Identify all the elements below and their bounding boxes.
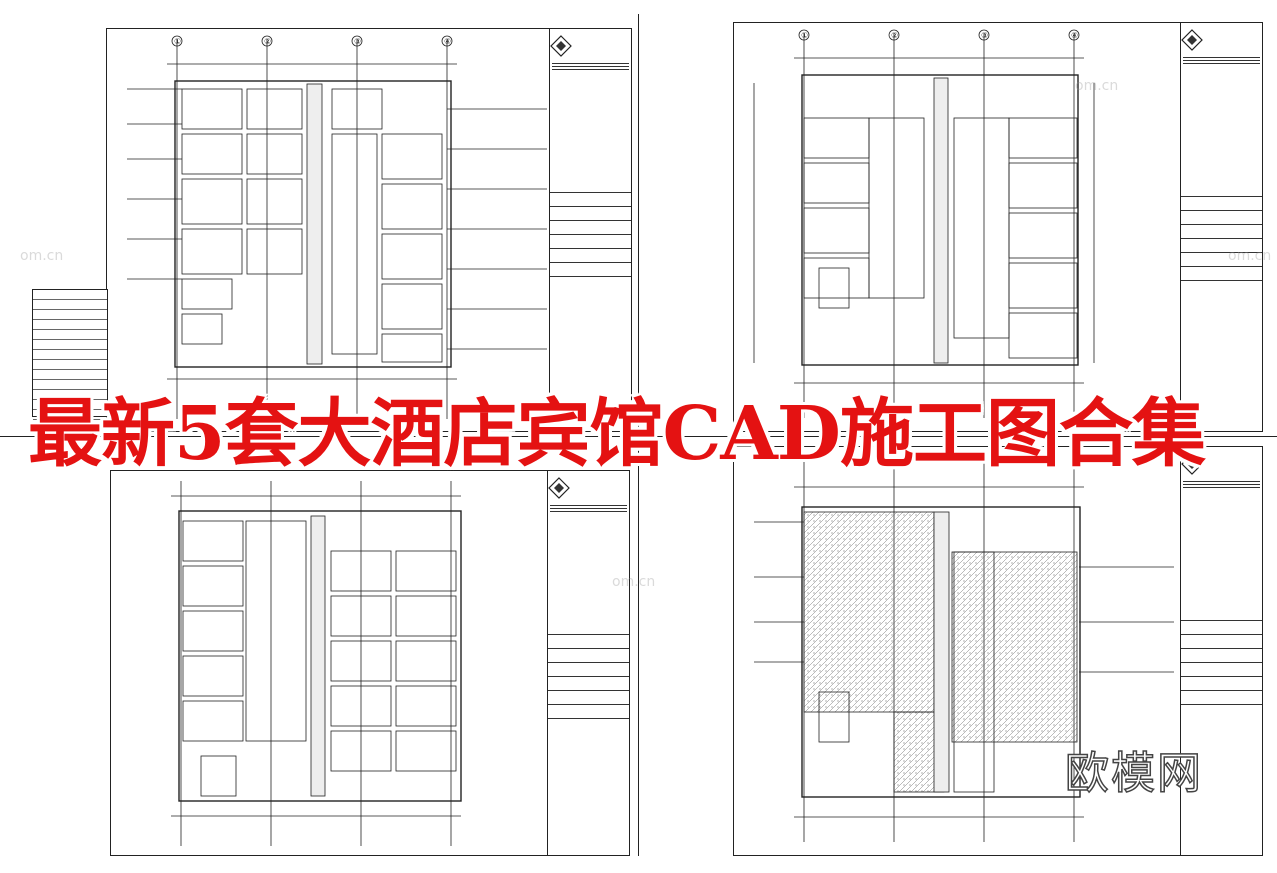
grid-label-4: ④	[444, 37, 451, 46]
drawing-sheet-top-right: ① ② ③ ④	[733, 22, 1263, 432]
grid-label-2: ②	[891, 31, 898, 40]
headline-title: 最新5套大酒店宾馆CAD施工图合集	[28, 391, 1206, 477]
title-block	[547, 471, 629, 855]
grid-label-4: ④	[1071, 31, 1078, 40]
grid-label-3: ③	[981, 31, 988, 40]
drawing-sheet-top-left: ① ② ③ ④	[106, 28, 632, 432]
floor-plan-drawing: ① ② ③ ④	[753, 29, 1095, 418]
legend-table	[32, 289, 108, 420]
floor-plan-drawing: ① ② ③ ④	[127, 35, 547, 419]
company-logo-icon	[550, 35, 572, 57]
grid-label-1: ①	[174, 37, 181, 46]
company-logo-icon	[1181, 29, 1203, 51]
floor-plan-drawing	[754, 457, 1174, 842]
frame-divider-vertical	[638, 14, 639, 856]
title-block	[1180, 23, 1262, 431]
grid-label-1: ①	[801, 31, 808, 40]
drawing-sheet-bottom-left	[110, 470, 630, 856]
title-block	[549, 29, 631, 431]
drawing-sheet-bottom-right	[733, 446, 1263, 856]
company-logo-icon	[548, 477, 570, 499]
floor-plan-drawing	[171, 481, 462, 846]
company-logo-icon	[1181, 453, 1203, 475]
watermark-text: om.cn	[20, 248, 64, 264]
grid-label-2: ②	[264, 37, 271, 46]
grid-label-3: ③	[354, 37, 361, 46]
title-block	[1180, 447, 1262, 855]
brand-logo: 欧模网	[1064, 747, 1203, 800]
